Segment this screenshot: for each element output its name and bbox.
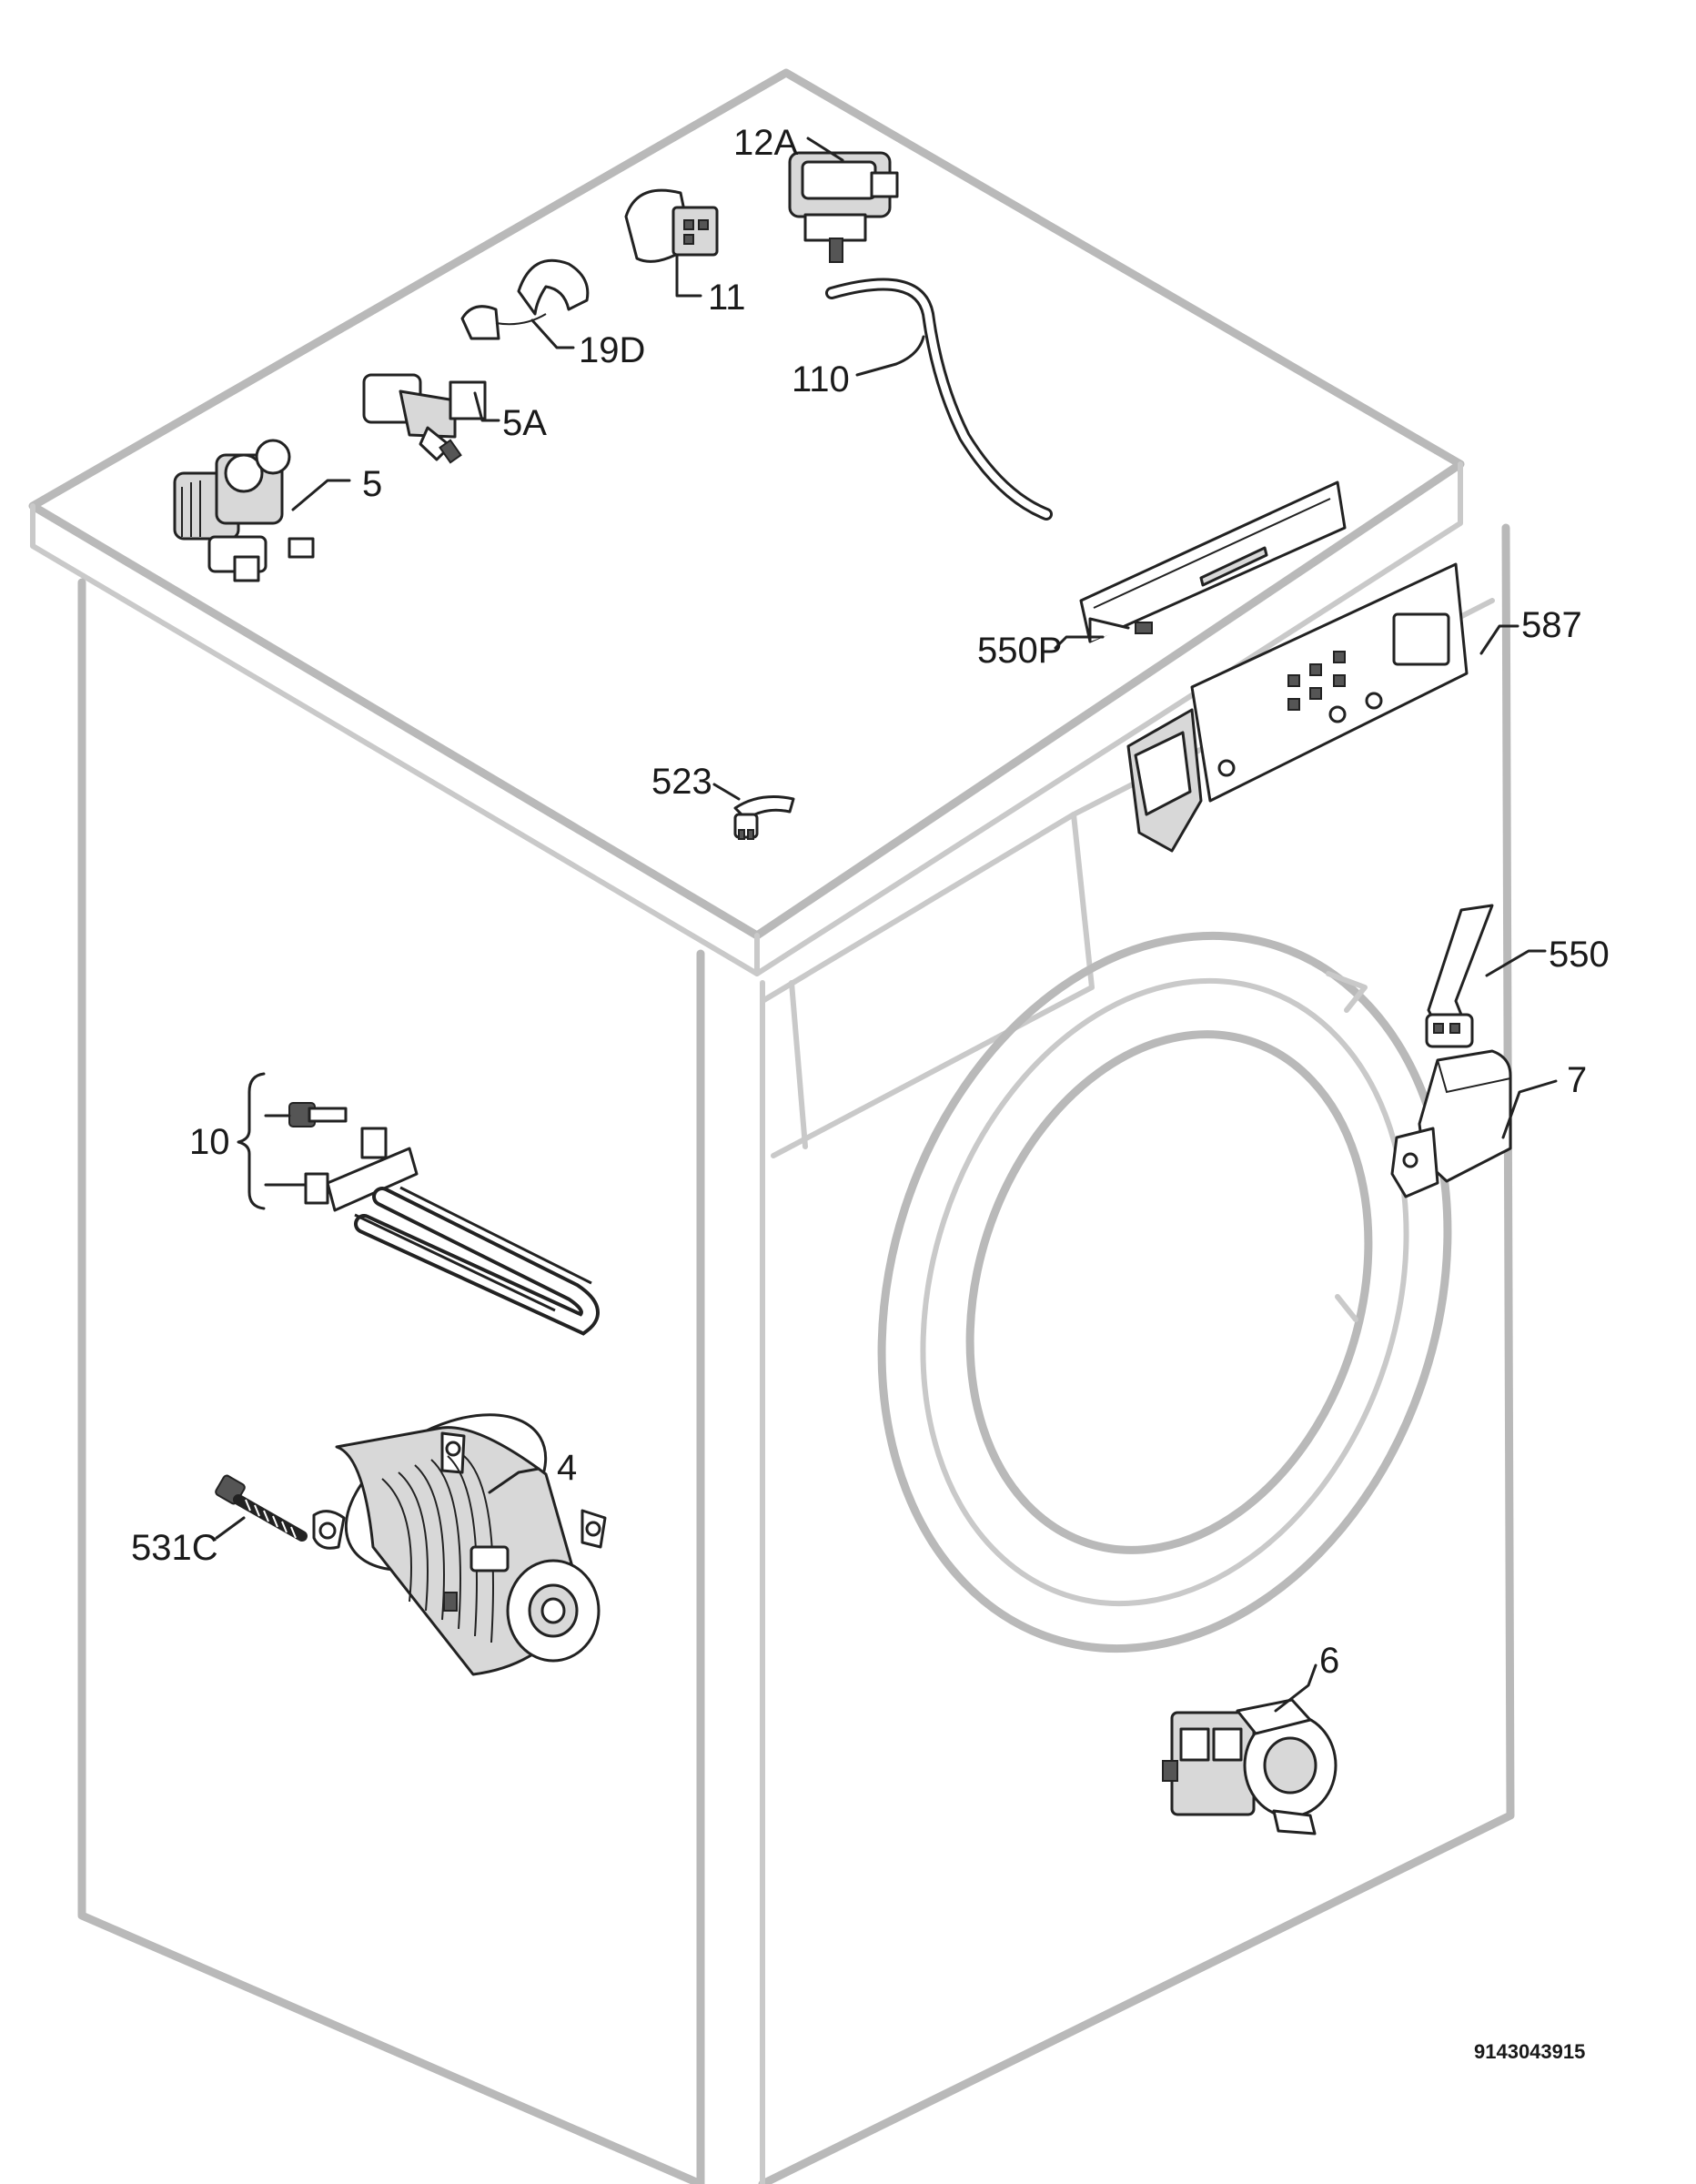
leader-line-4 — [488, 1467, 540, 1494]
single-valve-part — [362, 373, 487, 464]
leader-line-11 — [675, 253, 702, 298]
door-lever-part — [1425, 904, 1494, 1048]
callout-19D: 19D — [579, 330, 645, 370]
callout-550: 550 — [1549, 935, 1610, 975]
pressure-hose-core — [828, 280, 1050, 518]
drawing-code: 9143043915 — [1474, 2040, 1585, 2063]
pressure-hose-part — [825, 278, 1053, 521]
leader-line-5 — [291, 479, 351, 511]
callout-10: 10 — [189, 1122, 230, 1162]
bolt-part — [215, 1474, 308, 1542]
cable-clip-part — [460, 258, 590, 340]
leader-line-550P — [1054, 635, 1105, 650]
display-cover-part — [1079, 480, 1347, 643]
bracket-10 — [237, 1072, 266, 1210]
leader-line-7 — [1501, 1079, 1558, 1139]
callout-110: 110 — [792, 359, 850, 399]
callout-531C: 531C — [131, 1528, 218, 1568]
door-lock-part — [1390, 1049, 1512, 1198]
motor-part — [312, 1413, 607, 1676]
callout-11: 11 — [708, 278, 746, 318]
callout-6: 6 — [1319, 1641, 1339, 1681]
small-clip-part — [733, 795, 795, 840]
leader-line-6 — [1274, 1663, 1317, 1713]
leader-line-523 — [712, 783, 741, 801]
callout-7: 7 — [1567, 1060, 1587, 1100]
leader-line-110 — [855, 335, 925, 377]
callout-5A: 5A — [502, 403, 547, 443]
cabinet-outline — [28, 68, 1515, 2184]
leader-line-550 — [1485, 949, 1547, 977]
leader-line-19D — [530, 318, 575, 349]
leader-line-5A — [473, 391, 500, 422]
leader-line-531C — [215, 1516, 246, 1540]
callout-4: 4 — [557, 1448, 577, 1488]
callout-5: 5 — [362, 464, 382, 504]
callout-12A: 12A — [733, 123, 798, 163]
capacitor-part — [624, 188, 719, 263]
callout-523: 523 — [651, 762, 712, 802]
control-board-part — [1126, 562, 1469, 853]
callout-587: 587 — [1521, 605, 1582, 645]
inlet-valve-part — [173, 439, 315, 582]
drain-pump-part — [1162, 1698, 1338, 1835]
pressure-switch-part — [788, 151, 899, 263]
callout-550P: 550P — [977, 631, 1062, 671]
leader-line-12A — [806, 136, 844, 162]
leader-line-587 — [1479, 624, 1519, 655]
heating-element-part — [288, 1102, 600, 1336]
